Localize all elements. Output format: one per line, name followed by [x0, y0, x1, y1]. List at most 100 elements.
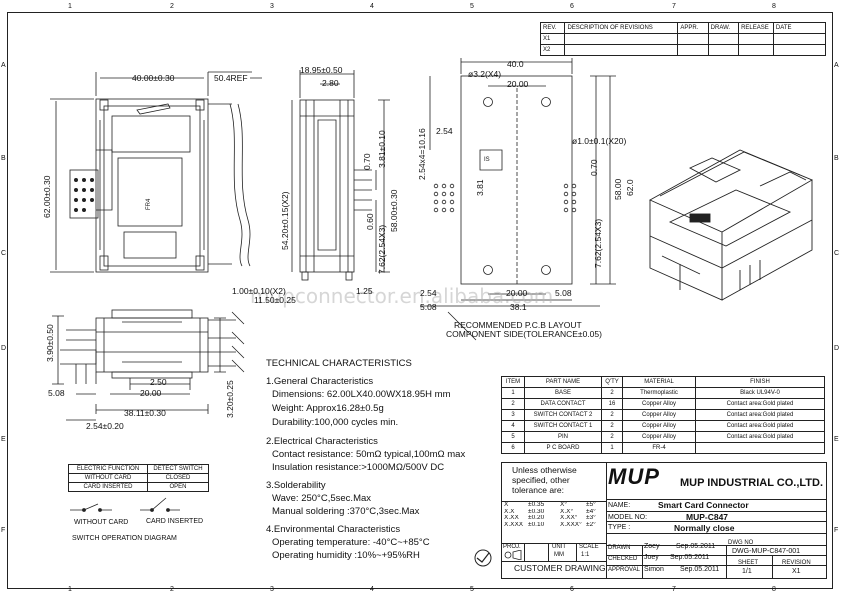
pcb-note-1: RECOMMENDED P.C.B LAYOUT [454, 320, 582, 330]
type-label: TYPE : [608, 524, 631, 531]
bom-cell: SWITCH CONTACT 2 [524, 409, 602, 421]
rev-cell: X2 [539, 44, 566, 56]
title-block [501, 462, 827, 579]
drawn-name: Zoey [644, 543, 660, 550]
tol-cell: ±3° [586, 515, 596, 521]
dim-side-1150: 11.50±0.25 [254, 295, 296, 305]
dim-pcb-254b: 2.54 [420, 288, 437, 298]
bom-cell: 2 [601, 420, 623, 432]
rev-cell [707, 44, 740, 56]
dim-bottom-254: 2.54±0.20 [86, 421, 124, 431]
bom-row: 3 SWITCH CONTACT 2 2 Copper Alloy Contac… [501, 409, 825, 421]
tech-s1-title: 1.General Characteristics [266, 376, 374, 387]
model-label: MODEL NO: [608, 514, 648, 521]
dim-side-5800: 58.00±0.30 [389, 189, 399, 232]
dim-pcb-762: 7.62(2.54X3) [593, 218, 603, 268]
drawn-date: Sep.05.2011 [676, 543, 716, 550]
checked-label: CHECKED [608, 556, 638, 562]
dim-side-125: 1.25 [356, 286, 373, 296]
name-value: Smart Card Connector [658, 500, 749, 510]
dim-bottom-320: 3.20±0.25 [225, 380, 235, 418]
front-view-pins [74, 177, 95, 212]
dim-pcb-508b: 5.08 [555, 288, 572, 298]
dwg-label: DWG NO [728, 540, 754, 546]
dim-pcb-381b: 38.1 [510, 302, 527, 312]
revision-table: REV. DESCRIPTION OF REVISIONS APPR. DRAW… [539, 22, 827, 56]
sheet-label: SHEET [738, 560, 759, 566]
dim-pcb-2000: 20.00 [507, 79, 529, 89]
card-label: FR4 [146, 198, 152, 210]
tol-cell: X.XXX° [560, 521, 582, 528]
grid-row-label: E [834, 436, 839, 443]
bom-cell: 4 [501, 420, 525, 432]
switch-cell: CARD INSERTED [68, 482, 148, 492]
bom-cell: 1 [501, 387, 525, 399]
dim-side-381: 3.81±0.10 [377, 130, 387, 168]
tech-s3-l1: Wave: 250°C,5sec.Max [272, 493, 372, 504]
tol-cell: X.XX° [560, 515, 578, 521]
projection-symbol-icon [504, 550, 522, 560]
grid-col-label: 8 [772, 3, 776, 10]
tech-s3-title: 3.Solderability [266, 480, 326, 491]
scale-label: SCALE [579, 544, 599, 550]
bom-cell: P C BOARD [524, 442, 602, 454]
grid-row-label: C [1, 250, 7, 257]
tech-title: TECHNICAL CHARACTERISTICS [266, 358, 412, 369]
tol-cell: X.XXX [504, 521, 524, 528]
dim-pcb-254: 2.54 [436, 126, 453, 136]
grid-row-label: B [1, 155, 6, 162]
grid-col-label: 3 [270, 586, 274, 593]
type-value: Normally close [674, 523, 735, 533]
bom-cell: Contact area:Gold plated [695, 409, 825, 421]
drawn-label: DRAWN [608, 545, 631, 551]
certification-logo-icon [474, 549, 492, 567]
bom-cell: Copper Alloy [622, 409, 696, 421]
dim-side-280: 2.80 [322, 78, 339, 88]
approval-name: Simon [644, 566, 664, 573]
tol-cell: ±5° [586, 502, 596, 508]
switch-diagram [70, 497, 180, 512]
dim-bottom-250: 2.50 [150, 377, 167, 387]
unit-label: UNIT [552, 544, 566, 550]
dim-side-5420: 54.20±0.15(X2) [280, 191, 290, 250]
tech-s4-l1: Operating temperature: -40°C~+85°C [272, 537, 430, 548]
checked-name: Joey [644, 554, 659, 561]
dim-pcb-5800: 58.00 [613, 178, 623, 200]
tol-cell: X.XX [504, 515, 519, 521]
grid-col-label: 3 [270, 3, 274, 10]
company-logo: MUP [608, 464, 660, 489]
customer-drawing: CUSTOMER DRAWING [514, 563, 606, 573]
dim-pcb-254x4: 2.54x4=10.16 [417, 128, 427, 180]
tech-s1-l3: Durability:100,000 cycles min. [272, 417, 399, 428]
dim-side-070: 0.70 [362, 153, 372, 170]
scale-value: 1:1 [581, 552, 590, 558]
bom-table: ITEM PART NAME Q'TY MATERIAL FINISH 1 BA… [501, 376, 825, 454]
bom-cell: 2 [601, 387, 623, 399]
bom-cell: BASE [524, 387, 602, 399]
approval-label: APPROVAL [608, 567, 640, 573]
bottom-view-outline [60, 309, 245, 384]
switch-without-card: WITHOUT CARD [74, 519, 129, 526]
bom-cell: 1 [601, 442, 623, 454]
bom-header: PART NAME [524, 376, 602, 388]
grid-col-label: 7 [672, 586, 676, 593]
bom-cell [695, 442, 825, 454]
switch-card-inserted: CARD INSERTED [146, 518, 204, 525]
tech-s4-title: 4.Environmental Characteristics [266, 524, 401, 535]
switch-cell: CLOSED [147, 473, 209, 483]
dim-bottom-390: 3.90±0.50 [45, 324, 55, 362]
tolerance-table: X ±0.35 X° ±5° X.X ±0.30 X.X° ±4° X.XX ±… [502, 502, 606, 528]
tol-cell: X.X° [560, 508, 574, 515]
revision-value: X1 [792, 568, 801, 575]
switch-header: ELECTRIC FUNCTION [68, 464, 148, 474]
revision-label: REVISION [782, 560, 811, 566]
pcb-pins [433, 183, 577, 213]
bom-row: 4 SWITCH CONTACT 1 2 Copper Alloy Contac… [501, 420, 825, 432]
company-name: MUP INDUSTRIAL CO.,LTD. [680, 477, 823, 489]
bom-header: ITEM [501, 376, 525, 388]
grid-row-label: D [1, 345, 7, 352]
sheet-value: 1/1 [742, 568, 752, 575]
bom-cell: Copper Alloy [622, 431, 696, 443]
approval-date: Sep.05.2011 [680, 566, 720, 573]
bom-cell: 2 [601, 431, 623, 443]
